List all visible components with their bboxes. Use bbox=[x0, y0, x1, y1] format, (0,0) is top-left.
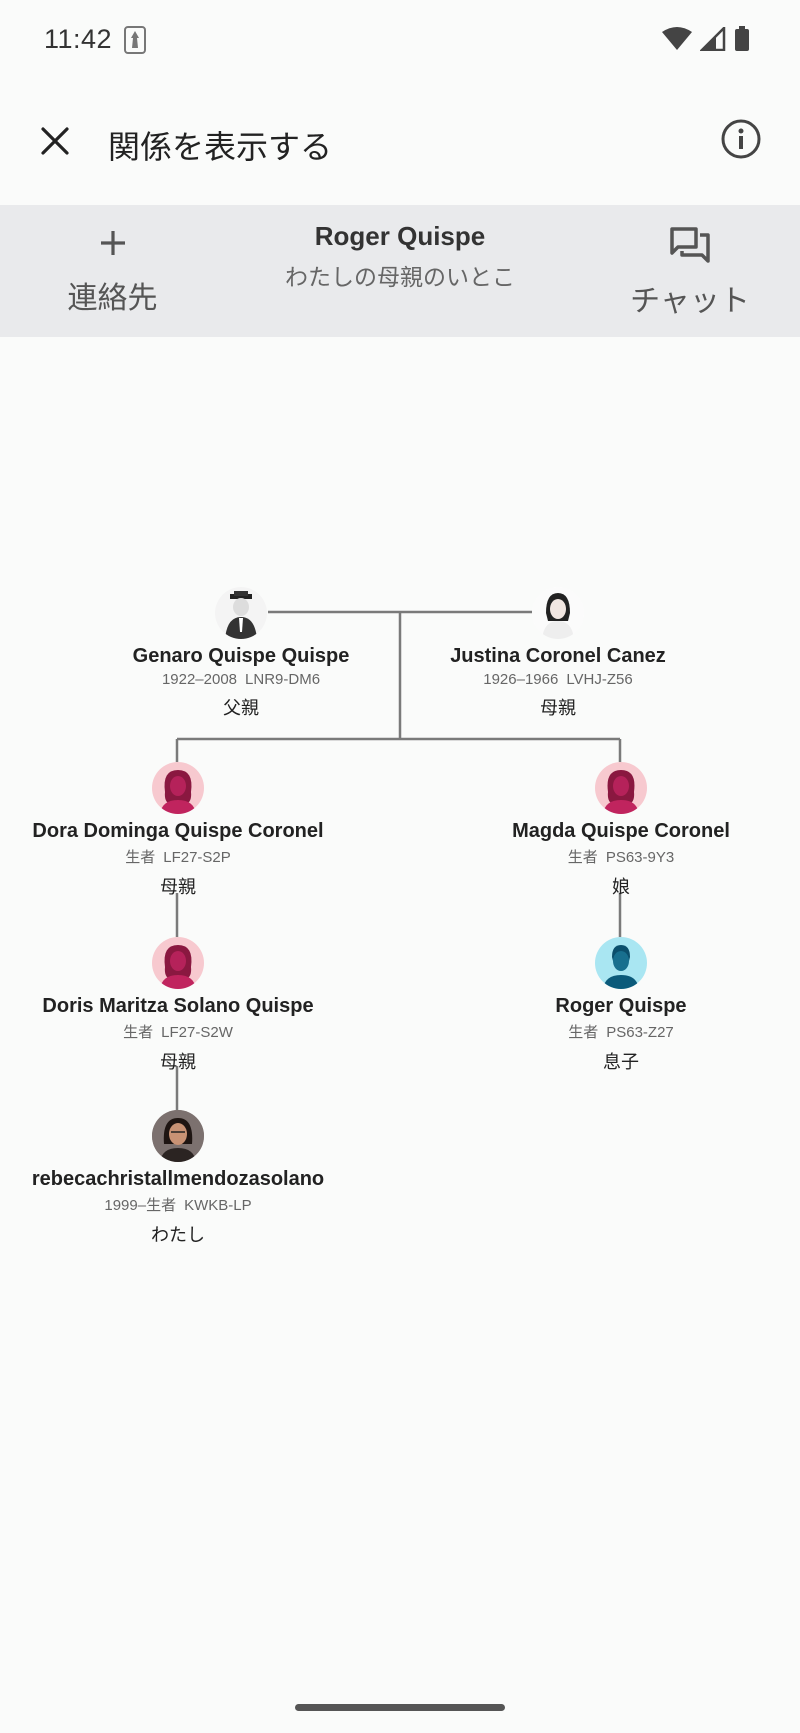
wifi-icon bbox=[662, 27, 692, 56]
person-magda[interactable]: Magda Quispe Coronel 生者 PS63-9Y3 娘 bbox=[451, 762, 791, 899]
person-id: KWKB-LP bbox=[184, 1197, 252, 1214]
person-relation: わたし bbox=[151, 1225, 205, 1245]
plus-icon bbox=[50, 225, 175, 265]
chat-icon bbox=[615, 225, 765, 270]
person-relation: 母親 bbox=[160, 1052, 196, 1072]
person-doris[interactable]: Doris Maritza Solano Quispe 生者 LF27-S2W 母… bbox=[8, 937, 348, 1074]
battery-icon bbox=[734, 26, 750, 57]
person-meta: 生者 PS63-Z27 bbox=[451, 1021, 791, 1042]
person-meta: 生者 LF27-S2P bbox=[8, 846, 348, 867]
tree-connector-lines bbox=[175, 610, 622, 1110]
avatar-doris bbox=[152, 937, 204, 989]
person-relation: 娘 bbox=[612, 877, 630, 897]
person-name: rebecachristallmendozasolano bbox=[31, 1168, 325, 1190]
person-id: PS63-9Y3 bbox=[605, 849, 675, 866]
person-relation: 母親 bbox=[160, 877, 196, 897]
person-dates: 1999–生者 bbox=[104, 1197, 177, 1214]
close-button[interactable] bbox=[30, 116, 80, 166]
person-name: Roger Quispe bbox=[555, 995, 687, 1017]
add-contact-button[interactable]: 連絡先 bbox=[50, 225, 175, 325]
home-indicator[interactable] bbox=[295, 1704, 505, 1711]
person-meta: 1926–1966 LVHJ-Z56 bbox=[388, 671, 728, 688]
action-bar: 連絡先 Roger Quispe わたしの母親のいとこ チャット bbox=[0, 205, 800, 337]
app-bar: 関係を表示する bbox=[0, 80, 800, 205]
add-contact-label: 連絡先 bbox=[67, 282, 158, 315]
chat-button[interactable]: チャット bbox=[615, 225, 765, 325]
selected-person-info: Roger Quispe わたしの母親のいとこ bbox=[220, 221, 580, 292]
status-bar: 11:42 bbox=[0, 0, 800, 80]
app-notification-icon bbox=[124, 26, 146, 59]
person-dates: 生者 bbox=[567, 849, 598, 866]
person-dates: 生者 bbox=[568, 1024, 599, 1041]
person-name: Justina Coronel Canez bbox=[450, 645, 666, 667]
close-icon bbox=[41, 127, 69, 155]
person-name: Doris Maritza Solano Quispe bbox=[42, 995, 314, 1017]
status-icons bbox=[662, 24, 750, 57]
person-dora[interactable]: Dora Dominga Quispe Coronel 生者 LF27-S2P 母… bbox=[8, 762, 348, 899]
avatar-roger bbox=[595, 937, 647, 989]
person-meta: 1999–生者 KWKB-LP bbox=[8, 1194, 348, 1215]
person-id: LVHJ-Z56 bbox=[566, 671, 633, 688]
signal-icon bbox=[698, 24, 726, 56]
info-icon bbox=[721, 119, 761, 159]
chat-label: チャット bbox=[630, 285, 750, 318]
person-id: LF27-S2P bbox=[163, 849, 231, 866]
person-relation: 息子 bbox=[603, 1052, 639, 1072]
avatar-magda bbox=[595, 762, 647, 814]
person-dates: 生者 bbox=[123, 1024, 154, 1041]
status-time: 11:42 bbox=[44, 24, 113, 54]
person-id: LNR9-DM6 bbox=[245, 671, 321, 688]
page-title: 関係を表示する bbox=[108, 129, 333, 165]
avatar-justina bbox=[532, 587, 584, 639]
avatar-genaro bbox=[215, 587, 267, 639]
person-name: Genaro Quispe Quispe bbox=[132, 645, 350, 667]
person-id: LF27-S2W bbox=[161, 1024, 233, 1041]
selected-person-relationship: わたしの母親のいとこ bbox=[285, 264, 515, 290]
avatar-dora bbox=[152, 762, 204, 814]
person-dates: 生者 bbox=[125, 849, 156, 866]
person-meta: 生者 PS63-9Y3 bbox=[451, 846, 791, 867]
person-genaro[interactable]: Genaro Quispe Quispe 1922–2008 LNR9-DM6 父… bbox=[71, 587, 411, 720]
person-name: Dora Dominga Quispe Coronel bbox=[32, 820, 324, 842]
person-relation: 父親 bbox=[223, 698, 259, 718]
person-meta: 1922–2008 LNR9-DM6 bbox=[71, 671, 411, 688]
selected-person-name: Roger Quispe bbox=[314, 221, 486, 251]
avatar-rebeca bbox=[152, 1110, 204, 1162]
person-dates: 1926–1966 bbox=[483, 671, 559, 688]
person-dates: 1922–2008 bbox=[161, 671, 238, 688]
info-button[interactable] bbox=[720, 118, 766, 164]
person-rebeca[interactable]: rebecachristallmendozasolano 1999–生者 KWKB… bbox=[8, 1110, 348, 1247]
person-relation: 母親 bbox=[540, 698, 576, 718]
person-roger[interactable]: Roger Quispe 生者 PS63-Z27 息子 bbox=[451, 937, 791, 1074]
person-id: PS63-Z27 bbox=[606, 1024, 674, 1041]
person-name: Magda Quispe Coronel bbox=[512, 820, 730, 842]
person-meta: 生者 LF27-S2W bbox=[8, 1021, 348, 1042]
relationship-tree: Genaro Quispe Quispe 1922–2008 LNR9-DM6 父… bbox=[0, 337, 800, 1697]
